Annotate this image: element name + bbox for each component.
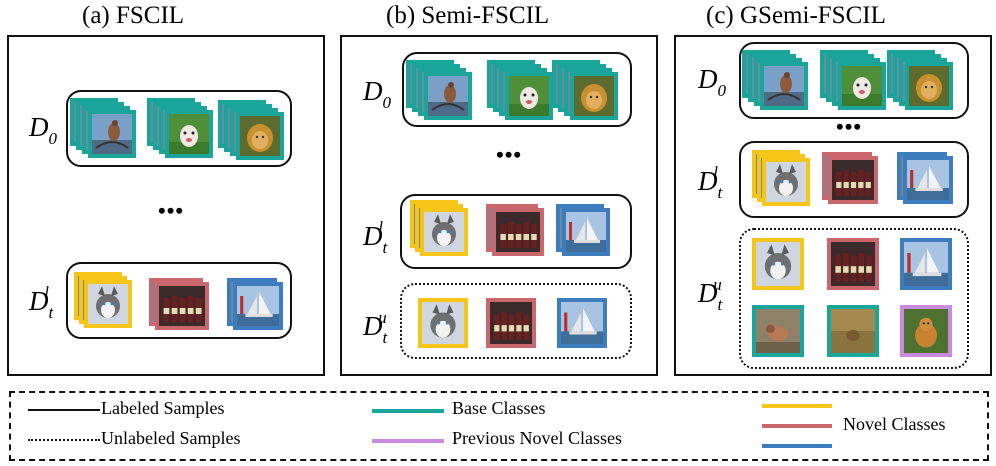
base-session-group (66, 90, 292, 167)
novel-class-card (903, 156, 953, 204)
base-class-card (505, 72, 553, 120)
unlabeled-card (900, 238, 952, 290)
novel-class-card (84, 280, 132, 328)
panel-title-semi-fscil: (b) Semi-FSCIL (386, 2, 550, 29)
base-class-card (760, 62, 808, 110)
dtu-label: Dtu (363, 308, 388, 347)
legend-previous-novel-line (372, 439, 444, 443)
legend-base-line (372, 409, 444, 413)
unlabeled-card (827, 305, 879, 357)
legend-novel-line-blue (762, 444, 832, 448)
legend-unlabeled-samples: Unlabeled Samples (101, 428, 241, 448)
novel-class-card (420, 208, 468, 256)
novel-class-card (562, 208, 610, 256)
labeled-novel-group (400, 194, 632, 269)
panel-title-gsemi-fscil: (c) GSemi-FSCIL (706, 2, 886, 29)
dtu-label: Dtu (698, 275, 723, 314)
ellipsis: ••• (496, 142, 523, 167)
base-class-card (838, 62, 886, 110)
panel-fscil (7, 35, 325, 376)
unlabeled-card (900, 305, 952, 357)
unlabeled-group (400, 283, 632, 359)
base-class-card (165, 110, 213, 158)
legend-base-classes: Base Classes (452, 398, 546, 418)
unlabeled-card (827, 238, 879, 290)
ellipsis: ••• (836, 114, 863, 139)
dtl-label: Dtl (363, 218, 388, 257)
unlabeled-card (418, 298, 468, 348)
unlabeled-group (739, 228, 969, 369)
legend-solid-line (28, 409, 100, 411)
unlabeled-card (752, 238, 804, 290)
ellipsis: ••• (158, 198, 185, 223)
base-session-group (402, 52, 632, 127)
unlabeled-card (557, 298, 607, 348)
unlabeled-card (752, 305, 804, 357)
labeled-novel-group (66, 262, 292, 339)
unlabeled-card (486, 298, 536, 348)
novel-class-card (155, 282, 209, 330)
base-class-card (570, 72, 618, 120)
legend-novel-classes: Novel Classes (843, 414, 946, 434)
base-class-card (88, 110, 136, 158)
novel-class-card (233, 282, 283, 330)
base-class-card (905, 62, 953, 110)
labeled-novel-group (739, 141, 969, 218)
legend-novel-line-red (762, 424, 832, 428)
legend-dotted-line (28, 439, 100, 441)
novel-class-card (762, 158, 810, 206)
panel-semi-fscil (340, 35, 658, 376)
base-class-card (236, 112, 284, 160)
d0-label: D0 (698, 64, 726, 100)
base-class-card (424, 72, 472, 120)
panel-title-fscil: (a) FSCIL (82, 2, 185, 29)
dtl-label: Dtl (29, 283, 54, 322)
d0-label: D0 (363, 76, 391, 112)
panel-gsemi-fscil (674, 35, 992, 376)
base-session-group (739, 42, 969, 119)
dtl-label: Dtl (698, 163, 723, 202)
legend-previous-novel-classes: Previous Novel Classes (452, 428, 622, 448)
d0-label: D0 (29, 112, 57, 148)
legend-labeled-samples: Labeled Samples (101, 398, 225, 418)
legend-novel-line-yellow (762, 404, 832, 408)
novel-class-card (828, 156, 878, 204)
novel-class-card (492, 208, 544, 256)
legend (9, 391, 989, 461)
